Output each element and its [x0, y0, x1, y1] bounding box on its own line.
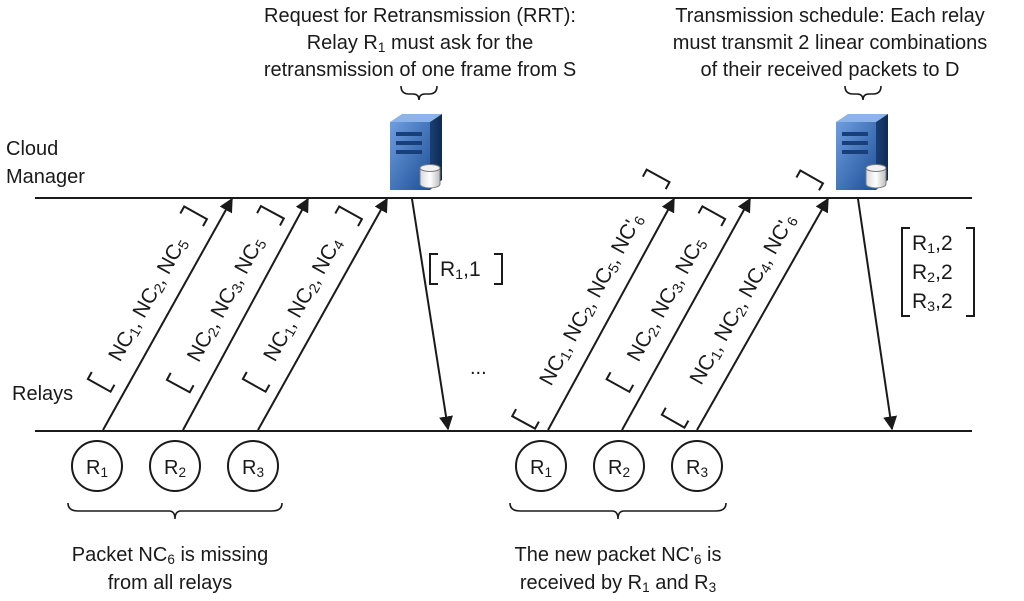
- uplink-label: NC2, NC3, NC5: [165, 204, 286, 394]
- uplink-arrow: [102, 197, 233, 431]
- server-bay: [842, 132, 868, 136]
- relay-node-circle: [515, 440, 567, 492]
- label-bracket-left: [86, 371, 116, 394]
- uplink-label-text: NC1, NC2, NC4, NC'6: [685, 210, 802, 390]
- relay-node-label: R3: [242, 457, 264, 480]
- database-disk-top: [419, 164, 441, 172]
- uplink-arrow: [621, 197, 751, 431]
- downlink-label-text: R1,2: [912, 232, 953, 257]
- relay-group-caption: The new packet NC'6 is: [514, 544, 721, 567]
- downlink-label-text: R3,2: [912, 290, 953, 315]
- label-bracket-right: [334, 205, 364, 227]
- label-bracket-left: [605, 371, 635, 394]
- server-bay: [396, 150, 422, 154]
- label-bracket-right: [494, 253, 503, 285]
- label-bracket-left: [660, 407, 690, 429]
- label-bracket-right: [179, 205, 209, 227]
- server-bay: [842, 141, 868, 145]
- label-bracket-right: [697, 205, 727, 227]
- downlink-label-text: R2,2: [912, 261, 953, 286]
- server-top: [836, 114, 888, 122]
- uplink-label: NC1, NC2, NC4, NC'6: [660, 169, 825, 429]
- downlink-arrow: [411, 198, 453, 431]
- relay-group-brace: [67, 502, 283, 520]
- relay-node-circle: [593, 440, 645, 492]
- downlink-arrow: [857, 198, 898, 431]
- uplink-arrow: [547, 197, 675, 431]
- uplink-label: NC1, NC2, NC5: [86, 205, 209, 394]
- uplink-arrow: [696, 197, 829, 431]
- cloud-server-icon: [390, 114, 442, 190]
- relay-node-label: R2: [164, 457, 186, 480]
- relay-node-label: R1: [86, 457, 108, 480]
- relay-node-circle: [149, 440, 201, 492]
- relay-node: R3: [227, 440, 279, 492]
- label-bracket-right: [795, 169, 825, 191]
- label-bracket-left: [510, 408, 540, 430]
- label-bracket-right: [256, 204, 286, 226]
- downlink-label: R1,1: [429, 253, 503, 285]
- annotation-line: of their received packets to D: [700, 59, 959, 81]
- downlink-messages: R1,1 R1,2R2,2R3,2: [411, 198, 975, 431]
- downlink-label-text: R1,1: [440, 258, 481, 283]
- relay-node: R1: [515, 440, 567, 492]
- annotation-line: must transmit 2 linear combinations: [673, 32, 988, 54]
- uplink-label: NC1, NC2, NC5, NC'6: [510, 168, 671, 430]
- schedule-annotation: Transmission schedule: Each relay must tr…: [673, 5, 988, 101]
- server-bay: [842, 150, 868, 154]
- relay-node-circle: [671, 440, 723, 492]
- relay-group-caption: Packet NC6 is missing: [72, 544, 269, 567]
- rrt-annotation: Request for Retransmission (RRT): Relay R…: [264, 5, 576, 101]
- schedule-brace: [844, 85, 882, 101]
- relays-label: Relays: [12, 383, 73, 405]
- relay-group-caption: from all relays: [108, 572, 232, 594]
- label-bracket-left: [241, 371, 271, 394]
- relay-node-circle: [227, 440, 279, 492]
- relay-node: R3: [671, 440, 723, 492]
- label-bracket-right: [966, 227, 975, 317]
- uplink-label-text: NC1, NC2, NC5, NC'6: [535, 209, 649, 390]
- label-bracket-right: [641, 168, 671, 190]
- annotation-line: retransmission of one frame from S: [264, 59, 576, 81]
- annotation-line: Request for Retransmission (RRT):: [264, 5, 576, 27]
- cloud-server-icon: [836, 114, 888, 190]
- ellipsis: ...: [470, 357, 487, 379]
- label-bracket-left: [901, 227, 910, 317]
- relay-group-brace: [509, 502, 727, 520]
- relay-node: R2: [593, 440, 645, 492]
- uplink-arrow: [182, 197, 309, 431]
- uplink-arrow: [257, 197, 388, 431]
- annotation-line: Relay R1 must ask for the: [307, 32, 534, 55]
- relay-node: R2: [149, 440, 201, 492]
- downlink-label: R1,2R2,2R3,2: [901, 227, 975, 317]
- cloud-manager-label: Cloud Manager: [6, 138, 85, 188]
- annotation-line: Transmission schedule: Each relay: [675, 5, 984, 27]
- database-disk-top: [865, 164, 887, 172]
- label-bracket-left: [165, 372, 195, 394]
- server-bay: [396, 132, 422, 136]
- relay-group-caption: received by R1 and R3: [520, 572, 716, 595]
- relay-node-label: R2: [608, 457, 630, 480]
- uplink-label-text: NC1, NC2, NC4: [259, 233, 348, 366]
- server-bay: [396, 141, 422, 145]
- uplink-label-text: NC2, NC3, NC5: [183, 233, 271, 366]
- relay-node: R1: [71, 440, 123, 492]
- relay-node-label: R1: [530, 457, 552, 480]
- rrt-brace: [400, 85, 438, 101]
- server-top: [390, 114, 442, 122]
- uplink-label: NC1, NC2, NC4: [241, 205, 364, 394]
- relay-node-circle: [71, 440, 123, 492]
- relay-node-label: R3: [686, 457, 708, 480]
- label-bracket-left: [429, 253, 438, 285]
